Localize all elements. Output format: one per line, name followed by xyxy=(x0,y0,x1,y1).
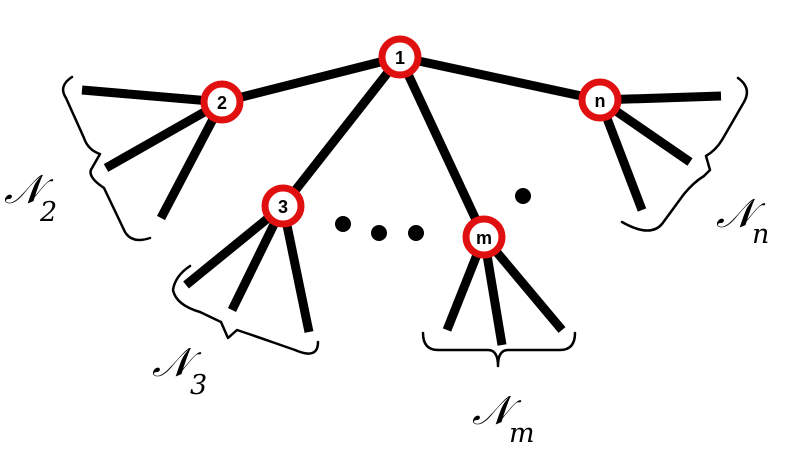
neighborhood-label-n: 𝒩 n xyxy=(716,191,769,250)
ellipsis-dots xyxy=(335,188,531,241)
leaf-edge xyxy=(157,99,226,221)
edge-1-n xyxy=(399,52,601,105)
node-m: m xyxy=(462,215,506,259)
node-n: n xyxy=(578,78,622,122)
subscript: m xyxy=(509,418,535,449)
node-3: 3 xyxy=(261,184,305,228)
ellipsis-dot xyxy=(408,225,424,241)
tree-edges xyxy=(220,52,601,239)
curly-brace xyxy=(620,76,749,232)
node-ring xyxy=(200,80,244,124)
edge-1-3 xyxy=(279,54,404,209)
neighborhood-label-2: 𝒩 2 xyxy=(4,167,57,228)
subscript: 2 xyxy=(39,197,57,228)
leaf-edges-node-2 xyxy=(81,85,226,221)
ellipsis-dot xyxy=(335,216,351,232)
brace-node-3 xyxy=(171,264,320,355)
curly-brace xyxy=(421,331,577,368)
edge-1-2 xyxy=(220,52,402,107)
brace-node-m xyxy=(421,331,577,368)
curly-brace xyxy=(171,264,320,355)
brace-node-n xyxy=(620,76,749,232)
node-label: 3 xyxy=(278,197,288,217)
node-label: 1 xyxy=(395,48,405,68)
neighborhood-label-m: 𝒩 m xyxy=(472,388,535,449)
node-label: n xyxy=(595,91,606,111)
subscript: 3 xyxy=(190,370,207,401)
node-label: m xyxy=(476,228,492,248)
brace-node-2 xyxy=(61,75,152,242)
neighborhood-label-3: 𝒩 3 xyxy=(152,340,207,401)
node-ring xyxy=(462,215,506,259)
edge-1-m xyxy=(395,55,489,239)
node-ring xyxy=(378,35,422,79)
node-ring xyxy=(578,78,622,122)
curly-brace xyxy=(61,75,152,242)
leaf-edges-node-m xyxy=(442,234,566,346)
node-1: 1 xyxy=(378,35,422,79)
ellipsis-dot xyxy=(371,225,387,241)
subscript: n xyxy=(752,219,769,250)
node-label: 2 xyxy=(217,93,227,113)
leaf-edge xyxy=(81,85,223,107)
leaf-edges-node-n xyxy=(595,91,722,212)
ellipsis-dot xyxy=(515,188,531,204)
node-ring xyxy=(261,184,305,228)
node-2: 2 xyxy=(200,80,244,124)
leaf-edge xyxy=(103,98,225,172)
